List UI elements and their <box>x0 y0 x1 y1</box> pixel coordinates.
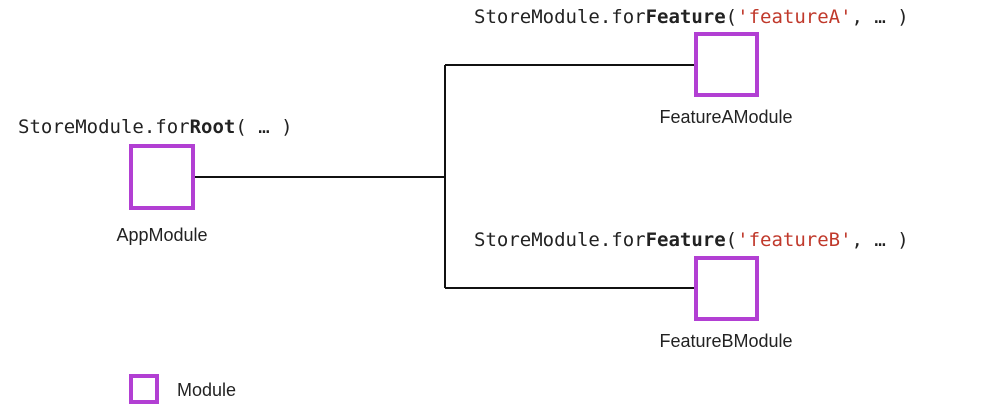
app-module-label: AppModule <box>116 225 207 245</box>
root-call-code: StoreModule.forRoot( … ) <box>18 116 293 138</box>
feature-a-call-code: StoreModule.forFeature('featureA', … ) <box>474 6 909 28</box>
legend-module-swatch <box>129 374 159 404</box>
legend-module-label: Module <box>177 380 236 400</box>
feature-a-call-open: ( <box>726 6 737 28</box>
legend: Module <box>129 374 236 404</box>
feature-a-call-prefix: StoreModule.for <box>474 6 646 28</box>
root-call-args: ( … ) <box>235 116 292 138</box>
root-call-bold: Root <box>190 116 236 138</box>
feature-b-module-label: FeatureBModule <box>659 331 792 351</box>
feature-a-call-rest: , … ) <box>852 6 909 28</box>
feature-a-module-box[interactable] <box>694 32 759 97</box>
feature-a-call-bold: Feature <box>646 6 726 28</box>
feature-b-call-code: StoreModule.forFeature('featureB', … ) <box>474 229 909 251</box>
feature-b-call-bold: Feature <box>646 229 726 251</box>
feature-b-call-prefix: StoreModule.for <box>474 229 646 251</box>
feature-b-call-open: ( <box>726 229 737 251</box>
feature-b-call-rest: , … ) <box>852 229 909 251</box>
feature-b-call-string: 'featureB' <box>737 229 851 251</box>
feature-a-module-label: FeatureAModule <box>659 107 792 127</box>
feature-b-module-box[interactable] <box>694 256 759 321</box>
connectors <box>193 64 697 289</box>
root-call-prefix: StoreModule.for <box>18 116 190 138</box>
app-module-box[interactable] <box>129 144 195 210</box>
feature-a-call-string: 'featureA' <box>737 6 851 28</box>
